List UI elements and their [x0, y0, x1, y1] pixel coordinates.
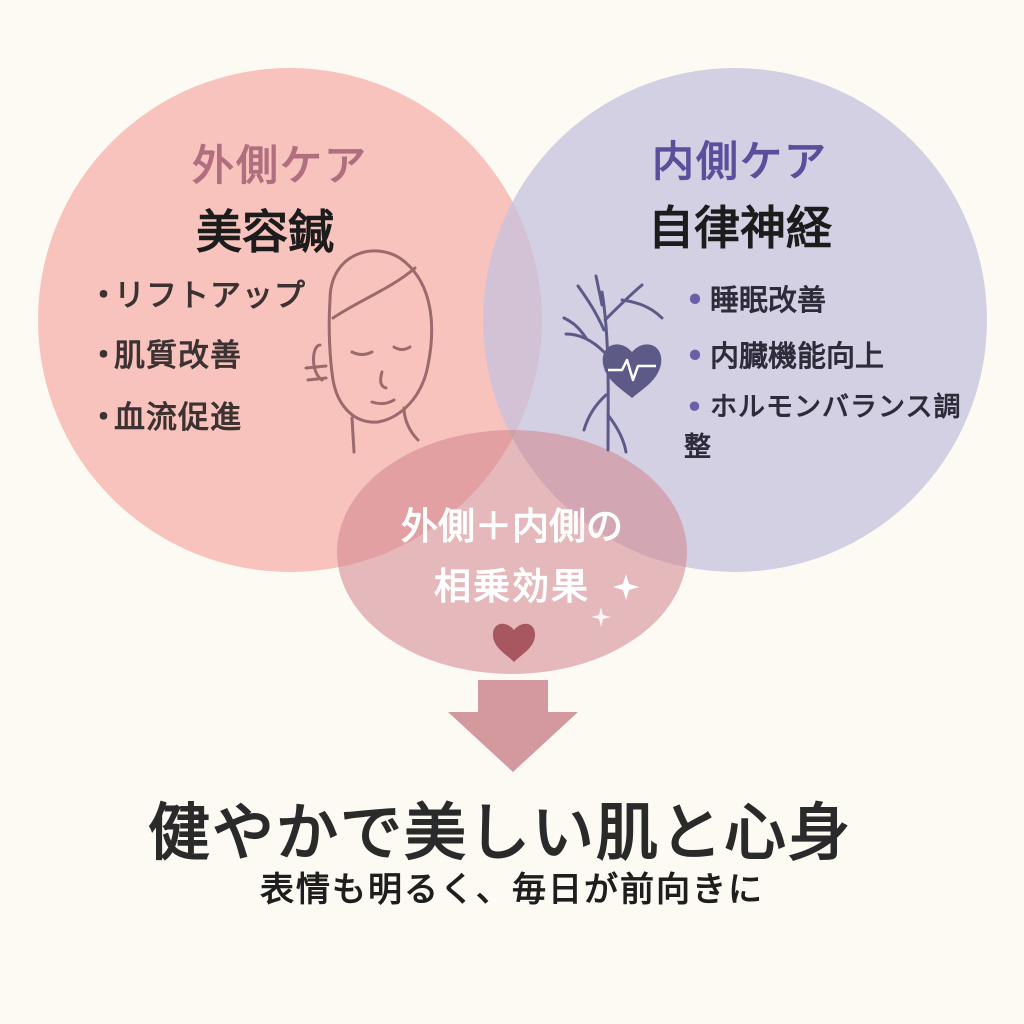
inner-care-item: •睡眠改善 — [684, 277, 826, 319]
bullet-dot: • — [685, 392, 705, 423]
outer-care-item: ・血流促進 — [88, 392, 242, 437]
outer-care-item-label: 肌質改善 — [114, 338, 242, 374]
down-arrow-icon — [448, 680, 578, 772]
bullet-dot: ・ — [88, 278, 120, 314]
inner-care-subtitle: 内側ケア — [651, 137, 828, 186]
heart-icon — [492, 623, 536, 662]
sparkle-icon-small — [591, 607, 611, 627]
inner-care-item: •内臓機能向上 — [684, 333, 884, 375]
heartbeat-line — [608, 358, 656, 382]
sparkle-icon — [613, 574, 639, 600]
bullet-dot: ・ — [88, 338, 120, 374]
bullet-dot: • — [685, 283, 705, 317]
outer-care-subtitle: 外側ケア — [191, 141, 368, 190]
outer-care-item-label: リフトアップ — [114, 278, 306, 314]
result-sub-message: 表情も明るく、毎日が前向きに — [260, 870, 764, 910]
inner-care-item: •ホルモンバランス調整 — [684, 388, 984, 468]
outer-care-item: ・リフトアップ — [88, 270, 306, 315]
synergy-line1: 外側＋内側の — [401, 505, 623, 548]
synergy-line2: 相乗効果 — [434, 565, 590, 608]
inner-care-item-label: ホルモンバランス調整 — [684, 392, 962, 463]
bullet-dot: ・ — [88, 400, 120, 436]
face-line-icon — [304, 249, 434, 454]
result-main-message: 健やかで美しい肌と心身 — [147, 796, 852, 869]
inner-care-item-label: 睡眠改善 — [710, 283, 827, 317]
outer-care-item-label: 血流促進 — [114, 400, 242, 436]
bullet-dot: • — [685, 339, 705, 373]
outer-care-circle — [38, 68, 542, 572]
nerve-heart-shape — [602, 344, 662, 398]
outer-care-item: ・肌質改善 — [88, 330, 242, 375]
inner-care-item-label: 内臓機能向上 — [710, 339, 885, 373]
inner-care-title: 自律神経 — [648, 201, 832, 255]
outer-care-title: 美容鍼 — [196, 205, 334, 259]
